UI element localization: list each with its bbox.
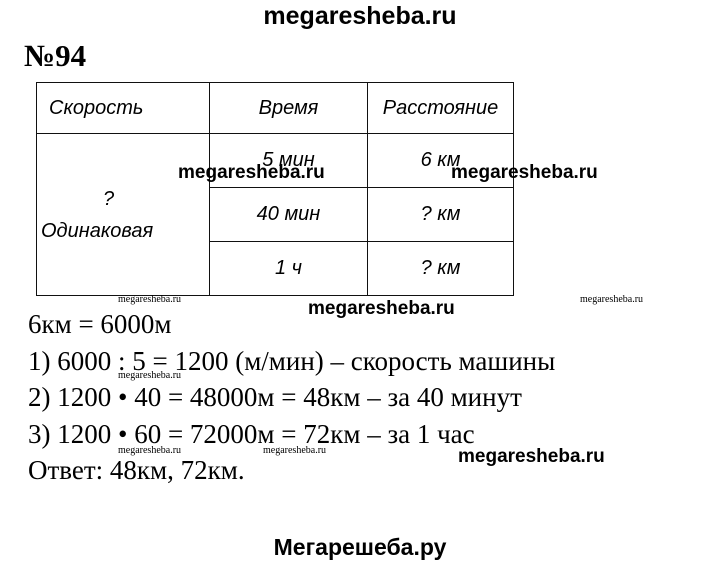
header-speed: Скорость [36,82,210,134]
time-cell: 1 ч [209,241,368,296]
table-row: 40 мин ? км [37,187,514,242]
table-row: ? Одинаковая 5 мин 6 км [36,133,514,296]
distance-cell: ? км [367,241,514,296]
time-cell: 5 мин [209,133,368,188]
watermark-small: megaresheba.ru [580,294,644,305]
watermark-small: megaresheba.ru [118,370,182,381]
table-row: 1 ч ? км [37,241,514,296]
solution-line: 1) 6000 : 5 = 1200 (м/мин) – скорость ма… [28,345,556,376]
watermark: megaresheba.ru [451,162,598,183]
speed-label: Одинаковая [41,219,154,242]
watermark: megaresheba.ru [178,162,325,183]
solution-line: 3) 1200 • 60 = 72000м = 72км – за 1 час [28,418,475,449]
solution-text: 6км = 6000м 1) 6000 : 5 = 1200 (м/мин) –… [28,306,555,489]
speed-question: ? [103,187,115,210]
distance-cell: 6 км [367,133,514,188]
time-cell: 40 мин [209,187,368,242]
data-table: Скорость Время Расстояние ? Одинаковая 5… [36,82,514,296]
table-header-row: Скорость Время Расстояние [36,82,514,134]
header-distance: Расстояние [367,82,514,134]
watermark-small: megaresheba.ru [118,294,182,305]
answer-line: Ответ: 48км, 72км. [28,455,245,485]
watermark: megaresheba.ru [458,446,605,467]
watermark: megaresheba.ru [308,298,455,319]
speed-cell: ? Одинаковая [36,133,210,296]
watermark-small: megaresheba.ru [118,445,182,456]
site-header: megaresheba.ru [263,2,457,30]
header-time: Время [209,82,368,134]
distance-cell: ? км [367,187,514,242]
solution-line: 6км = 6000м [28,309,172,339]
site-footer: Мегарешеба.ру [273,534,447,560]
solution-line: 2) 1200 • 40 = 48000м = 48км – за 40 мин… [28,382,522,412]
watermark-small: megaresheba.ru [263,445,327,456]
task-number: №94 [24,38,87,73]
